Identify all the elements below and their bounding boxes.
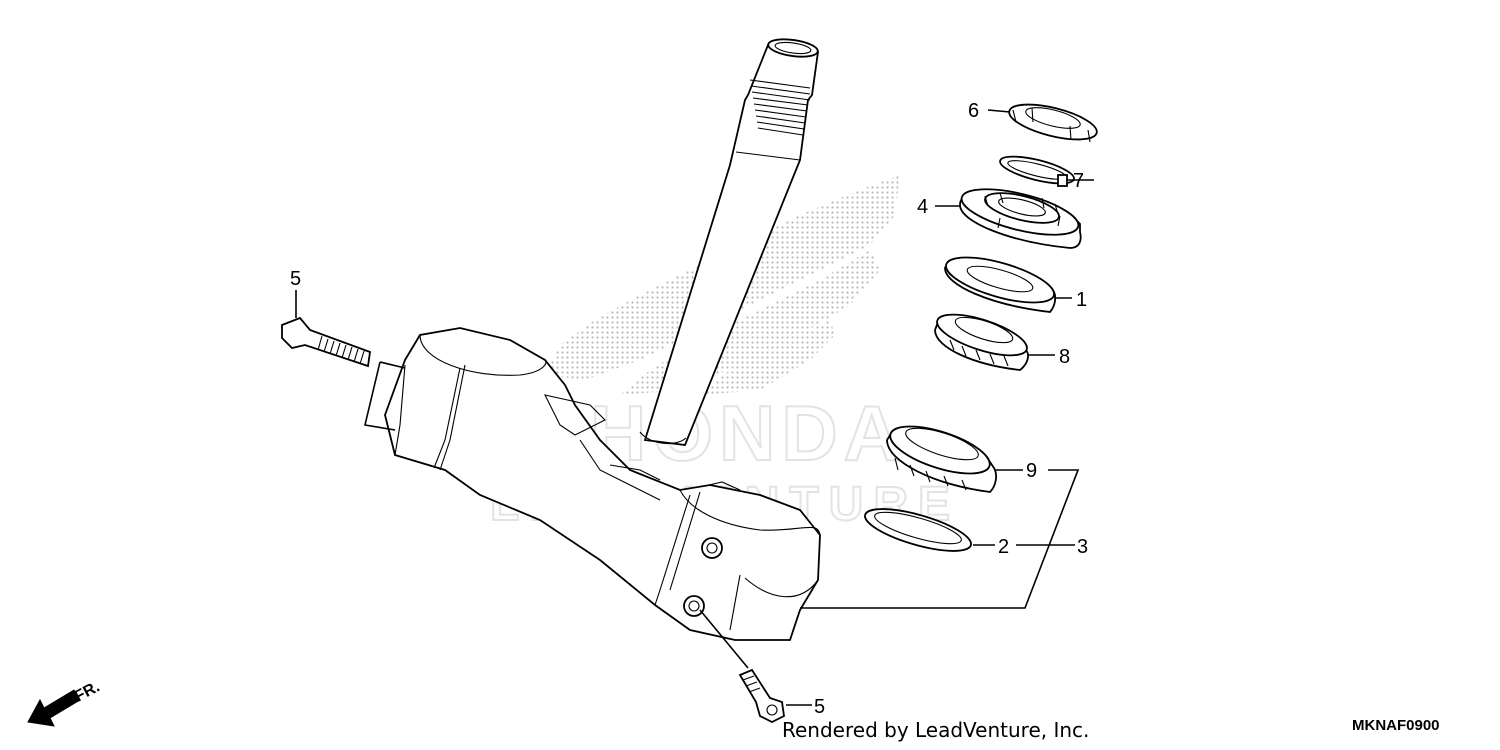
- callout-9: 9: [1026, 460, 1037, 482]
- diagram-code: MKNAF0900: [1352, 717, 1440, 734]
- front-direction-arrow: FR.: [27, 678, 103, 727]
- callout-2: 2: [998, 536, 1009, 558]
- bolt-top: [281, 316, 371, 368]
- steering-stem: [639, 38, 820, 446]
- upper-bearing: [934, 313, 1029, 371]
- lower-bearing: [886, 425, 997, 493]
- lock-washer: [999, 155, 1075, 187]
- callout-8: 8: [1059, 346, 1070, 368]
- callout-6: 6: [968, 100, 979, 122]
- callout-7: 7: [1073, 170, 1084, 192]
- callout-4: 4: [917, 196, 928, 218]
- callout-5-top: 5: [290, 268, 301, 290]
- lock-nut: [1008, 103, 1098, 143]
- dust-seal: [944, 256, 1057, 313]
- callout-1: 1: [1076, 289, 1087, 311]
- lower-dust-seal: [864, 508, 972, 552]
- render-credit: Rendered by LeadVenture, Inc.: [782, 718, 1090, 742]
- watermark-brand-text: HONDA: [590, 389, 906, 477]
- callout-5-bottom: 5: [814, 696, 825, 718]
- adjusting-nut: [959, 188, 1082, 249]
- bolt-bottom: [738, 668, 785, 724]
- bottom-bridge: [384, 327, 821, 641]
- callout-3: 3: [1077, 536, 1088, 558]
